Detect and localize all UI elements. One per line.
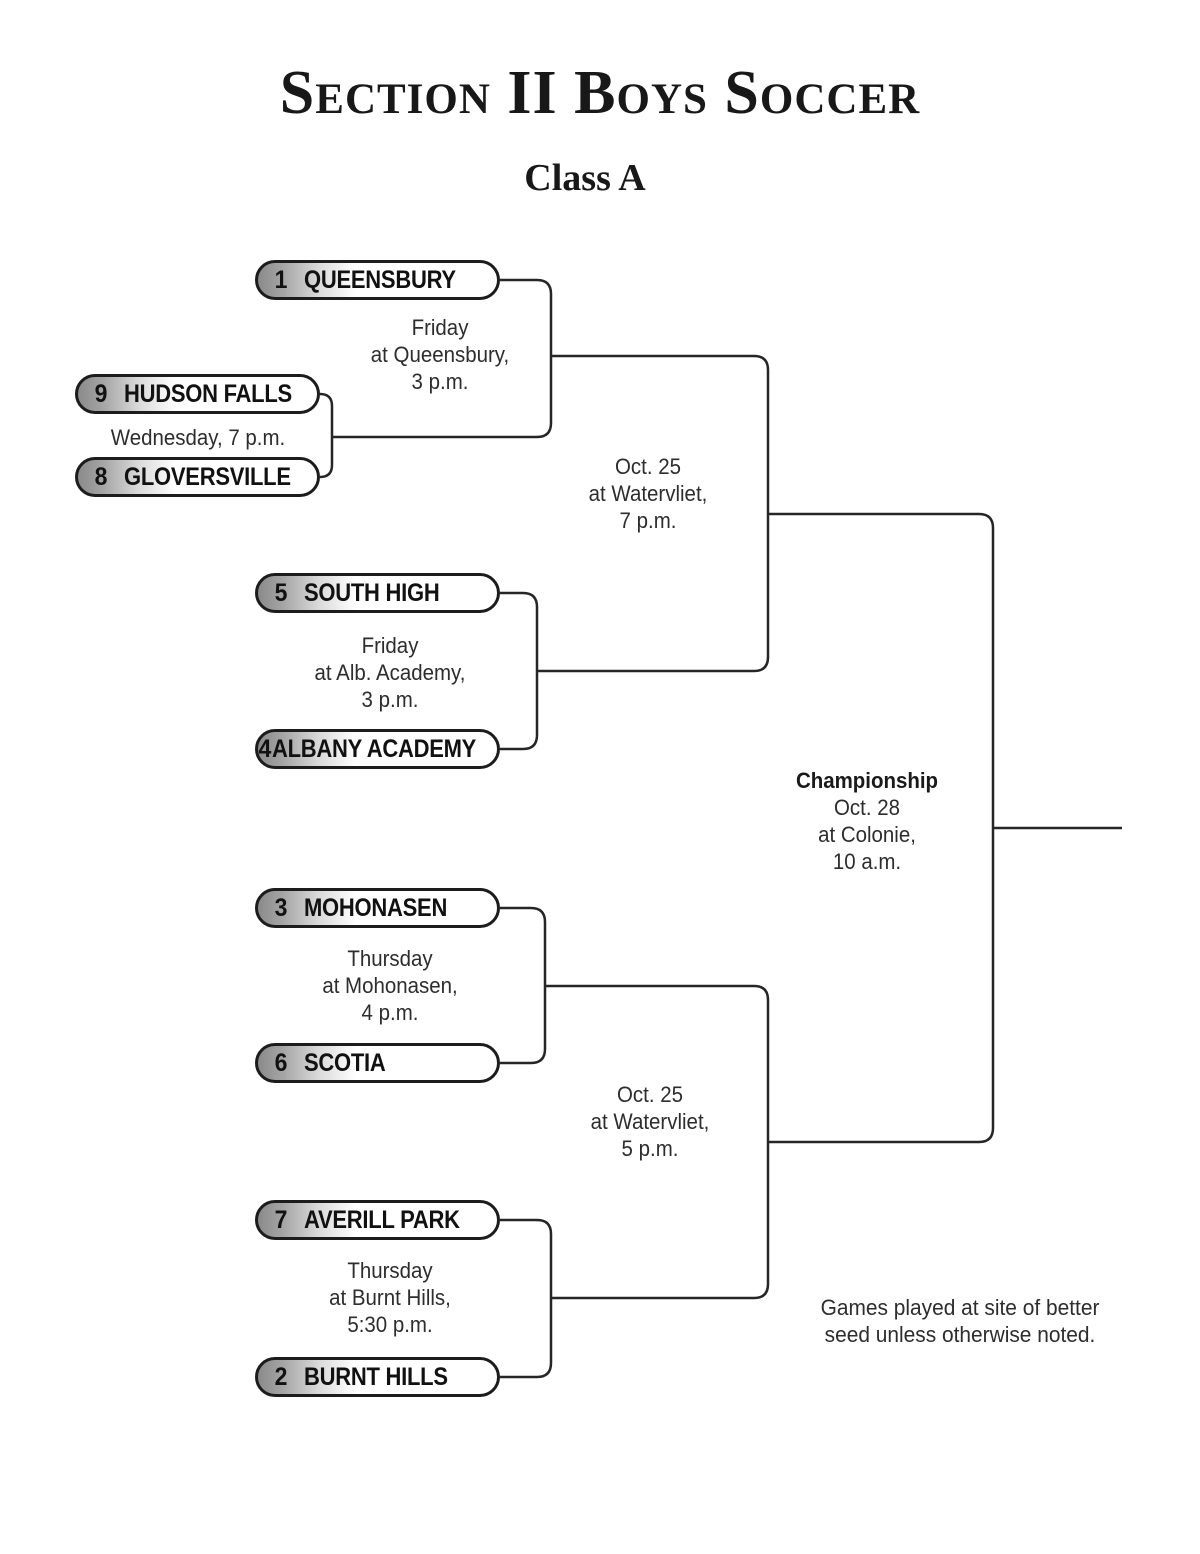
game-detail-championship: Championship Oct. 28 at Colonie, 10 a.m. (765, 767, 970, 875)
seed-badge: 7 (274, 1205, 288, 1234)
team-name: SOUTH HIGH (304, 578, 440, 607)
page-title: Section II Boys Soccer (279, 59, 921, 127)
team-name: QUEENSBURY (304, 265, 456, 294)
game-detail-sf2: Oct. 25 at Watervliet, 5 p.m. (548, 1081, 753, 1162)
team-name: MOHONASEN (304, 893, 448, 922)
seed-badge: 5 (274, 578, 288, 607)
game-detail-sf1: Oct. 25 at Watervliet, 7 p.m. (546, 453, 751, 534)
game-detail-qf3: Thursday at Mohonasen, 4 p.m. (288, 945, 493, 1026)
team-name: ALBANY ACADEMY (271, 734, 476, 763)
game-time: 5:30 p.m. (347, 1312, 433, 1337)
team-pill-mohonasen: 3 MOHONASEN (255, 888, 500, 928)
game-day: Thursday (347, 1258, 433, 1283)
note-text: Games played at site of better seed unle… (808, 1294, 1112, 1348)
game-site: at Watervliet, (588, 481, 708, 506)
seed-badge: 8 (94, 462, 108, 491)
team-pill-gloversville: 8 GLOVERSVILLE (75, 457, 320, 497)
game-detail-qf2: Friday at Alb. Academy, 3 p.m. (288, 632, 493, 713)
game-detail-qf4: Thursday at Burnt Hills, 5:30 p.m. (288, 1257, 493, 1338)
team-pill-albany-academy: 4 ALBANY ACADEMY (255, 729, 500, 769)
seed-badge: 1 (274, 265, 288, 294)
game-detail-playin: Wednesday, 7 p.m. (96, 424, 301, 451)
connector-qf3 (500, 906, 547, 1065)
team-name: BURNT HILLS (304, 1362, 448, 1391)
game-day-time: Wednesday, 7 p.m. (110, 425, 286, 450)
note-line-2: seed unless otherwise noted. (824, 1322, 1096, 1347)
seed-badge: 3 (274, 893, 288, 922)
seed-badge: 2 (274, 1362, 288, 1391)
class-label: Class A (524, 157, 646, 199)
game-day: Friday (361, 633, 419, 658)
connector-playin (319, 392, 334, 479)
team-pill-south-high: 5 SOUTH HIGH (255, 573, 500, 613)
game-date: Oct. 28 (834, 795, 900, 820)
team-name: SCOTIA (304, 1048, 386, 1077)
game-time: 3 p.m. (361, 687, 419, 712)
seed-badge: 9 (94, 379, 108, 408)
note-line-1: Games played at site of better (820, 1295, 1100, 1320)
game-date: Oct. 25 (617, 1082, 683, 1107)
team-name: GLOVERSVILLE (124, 462, 291, 491)
game-site: at Mohonasen, (322, 973, 458, 998)
team-pill-averill-park: 7 AVERILL PARK (255, 1200, 500, 1240)
game-site: at Alb. Academy, (314, 660, 466, 685)
game-time: 7 p.m. (619, 508, 677, 533)
game-time: 4 p.m. (361, 1000, 419, 1025)
game-day: Thursday (347, 946, 433, 971)
connector-qf4 (500, 1218, 553, 1379)
team-pill-hudson-falls: 9 HUDSON FALLS (75, 374, 320, 414)
game-detail-qf1: Friday at Queensbury, 3 p.m. (338, 314, 543, 395)
championship-label: Championship (795, 768, 939, 793)
game-time: 10 a.m. (832, 849, 902, 874)
team-pill-burnt-hills: 2 BURNT HILLS (255, 1357, 500, 1397)
game-site: at Burnt Hills, (329, 1285, 451, 1310)
team-name: AVERILL PARK (304, 1205, 460, 1234)
seed-badge: 4 (258, 734, 272, 763)
game-date: Oct. 25 (615, 454, 681, 479)
connector-qf1 (332, 278, 553, 439)
team-pill-scotia: 6 SCOTIA (255, 1043, 500, 1083)
team-pill-queensbury: 1 QUEENSBURY (255, 260, 500, 300)
seed-badge: 6 (274, 1048, 288, 1077)
connector-qf2 (500, 591, 539, 751)
game-site: at Colonie, (818, 822, 916, 847)
team-name: HUDSON FALLS (124, 379, 292, 408)
game-site: at Watervliet, (590, 1109, 710, 1134)
game-time: 5 p.m. (621, 1136, 679, 1161)
game-site: at Queensbury, (370, 342, 510, 367)
game-day: Friday (411, 315, 469, 340)
game-time: 3 p.m. (411, 369, 469, 394)
